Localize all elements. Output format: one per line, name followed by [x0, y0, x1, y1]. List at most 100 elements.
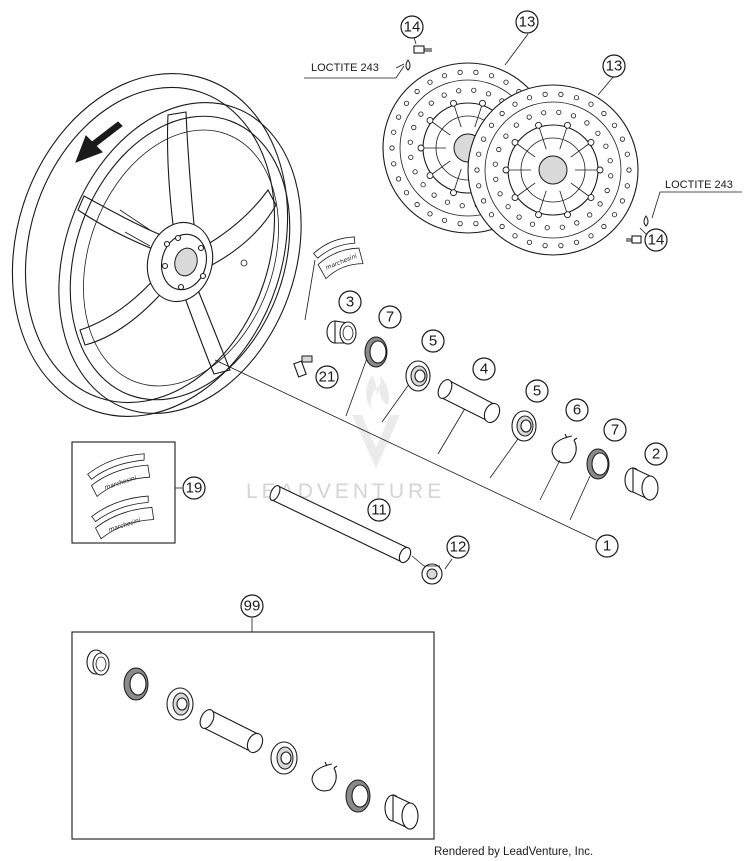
- part-7-seal: [364, 336, 388, 368]
- svg-text:99: 99: [244, 598, 261, 615]
- disc-carrier-arm: [516, 143, 536, 158]
- disc-carrier-arm: [570, 143, 590, 158]
- part-6-circlip: [551, 433, 578, 464]
- disc-vent-hole: [474, 167, 480, 173]
- disc-vent-hole: [503, 133, 509, 139]
- disc-vent-hole: [418, 111, 424, 117]
- disc-vent-hole: [626, 167, 632, 173]
- disc-carrier-arm: [559, 127, 568, 150]
- disc-vent-hole: [444, 199, 451, 205]
- disc-vent-hole: [471, 87, 477, 93]
- disc-vent-hole: [499, 110, 505, 117]
- disc-vent-hole: [601, 110, 607, 117]
- disc-vent-hole: [427, 211, 433, 217]
- disc-vent-hole: [403, 190, 410, 196]
- disc-floater-button: [450, 189, 457, 197]
- disc-vent-hole: [541, 110, 547, 116]
- callout-7-left: 7: [378, 305, 402, 329]
- disc-carrier-arm: [431, 160, 451, 175]
- decal-brand-bottom: marchesini: [108, 517, 142, 534]
- callout-14-right: 14: [644, 228, 668, 252]
- assembly-axis-line: [214, 359, 597, 541]
- callout-99: 99: [240, 594, 264, 618]
- callout-4: 4: [472, 357, 496, 381]
- disc-vent-hole: [473, 69, 479, 76]
- disc-vent-hole: [488, 212, 495, 218]
- disc-vent-hole: [601, 223, 607, 230]
- disc-vent-hole: [391, 129, 397, 135]
- svg-text:7: 7: [386, 309, 394, 326]
- part-21-valve: [293, 355, 313, 378]
- decal-brand-top: marchesini: [104, 474, 138, 491]
- disc-floater-button: [511, 194, 519, 202]
- disc-vent-hole: [604, 187, 610, 194]
- kit-distance-tube: [199, 709, 264, 754]
- disc-vent-hole: [476, 183, 482, 189]
- disc-vent-hole: [597, 201, 603, 207]
- disc-floater-button: [511, 138, 519, 146]
- disc-vent-hole: [574, 220, 580, 226]
- svg-text:1: 1: [603, 538, 611, 555]
- disc-vent-hole: [526, 114, 532, 120]
- svg-text:12: 12: [450, 539, 467, 556]
- disc-floater-button: [564, 211, 571, 219]
- disc-vent-hole: [457, 69, 463, 76]
- kit-circlip: [311, 761, 338, 792]
- callout-14-top: 14: [400, 15, 424, 39]
- disc-vent-hole: [428, 100, 434, 106]
- rotation-direction-arrow-icon: [75, 121, 123, 163]
- callout-5-right: 5: [525, 379, 549, 403]
- disc-carrier-arm: [570, 182, 590, 197]
- decal-set-box: marchesini marchesini: [71, 441, 176, 544]
- disc-vent-hole: [558, 243, 564, 249]
- loctite-label-right: LOCTITE 243: [665, 179, 733, 191]
- disc-vent-hole: [542, 91, 548, 98]
- callout-19: 19: [182, 476, 206, 500]
- callout-1: 1: [595, 534, 619, 558]
- disc-vent-hole: [584, 120, 590, 126]
- brake-disc-front: [467, 84, 639, 256]
- disc-floater-button: [535, 121, 542, 129]
- disc-vent-hole: [619, 198, 626, 204]
- disc-vent-hole: [570, 113, 577, 119]
- svg-text:7: 7: [611, 422, 619, 439]
- callout-21: 21: [315, 365, 339, 389]
- disc-floater-button: [426, 116, 434, 124]
- disc-vent-hole: [395, 114, 402, 120]
- disc-vent-hole: [395, 176, 402, 182]
- disc-carrier-arm: [538, 190, 547, 213]
- disc-vent-hole: [558, 91, 564, 98]
- svg-text:5: 5: [429, 333, 437, 350]
- disc-vent-hole: [414, 201, 420, 208]
- disc-vent-hole: [603, 143, 609, 149]
- disc-vent-hole: [485, 91, 492, 97]
- disc-carrier-arm: [559, 190, 568, 213]
- disc-vent-hole: [389, 145, 395, 151]
- part-5-bearing-right: [511, 410, 537, 442]
- disc-carrier-arm: [453, 105, 462, 128]
- disc-floater-button: [479, 99, 486, 107]
- disc-vent-hole: [414, 88, 420, 95]
- disc-vent-hole: [493, 176, 499, 182]
- disc-vent-hole: [480, 136, 487, 142]
- loctite-drop-icon: [405, 59, 649, 227]
- disc-vent-hole: [441, 217, 448, 223]
- disc-vent-hole: [588, 101, 594, 107]
- disc-vent-hole: [420, 182, 426, 188]
- disc-vent-hole: [457, 221, 463, 227]
- disc-carrier-arm: [538, 127, 547, 150]
- disc-carrier-arm: [474, 105, 483, 128]
- disc-vent-hole: [595, 130, 601, 136]
- callout-11: 11: [367, 498, 391, 522]
- disc-vent-hole: [544, 225, 550, 231]
- svg-text:19: 19: [186, 480, 203, 497]
- disc-vent-hole: [473, 221, 479, 227]
- disc-vent-hole: [516, 214, 522, 220]
- disc-vent-hole: [588, 233, 594, 239]
- disc-vent-hole: [488, 122, 495, 128]
- disc-vent-hole: [611, 122, 618, 128]
- disc-floater-button: [535, 211, 542, 219]
- svg-text:13: 13: [519, 14, 536, 31]
- rim-decal-brand: marchesini: [325, 253, 359, 272]
